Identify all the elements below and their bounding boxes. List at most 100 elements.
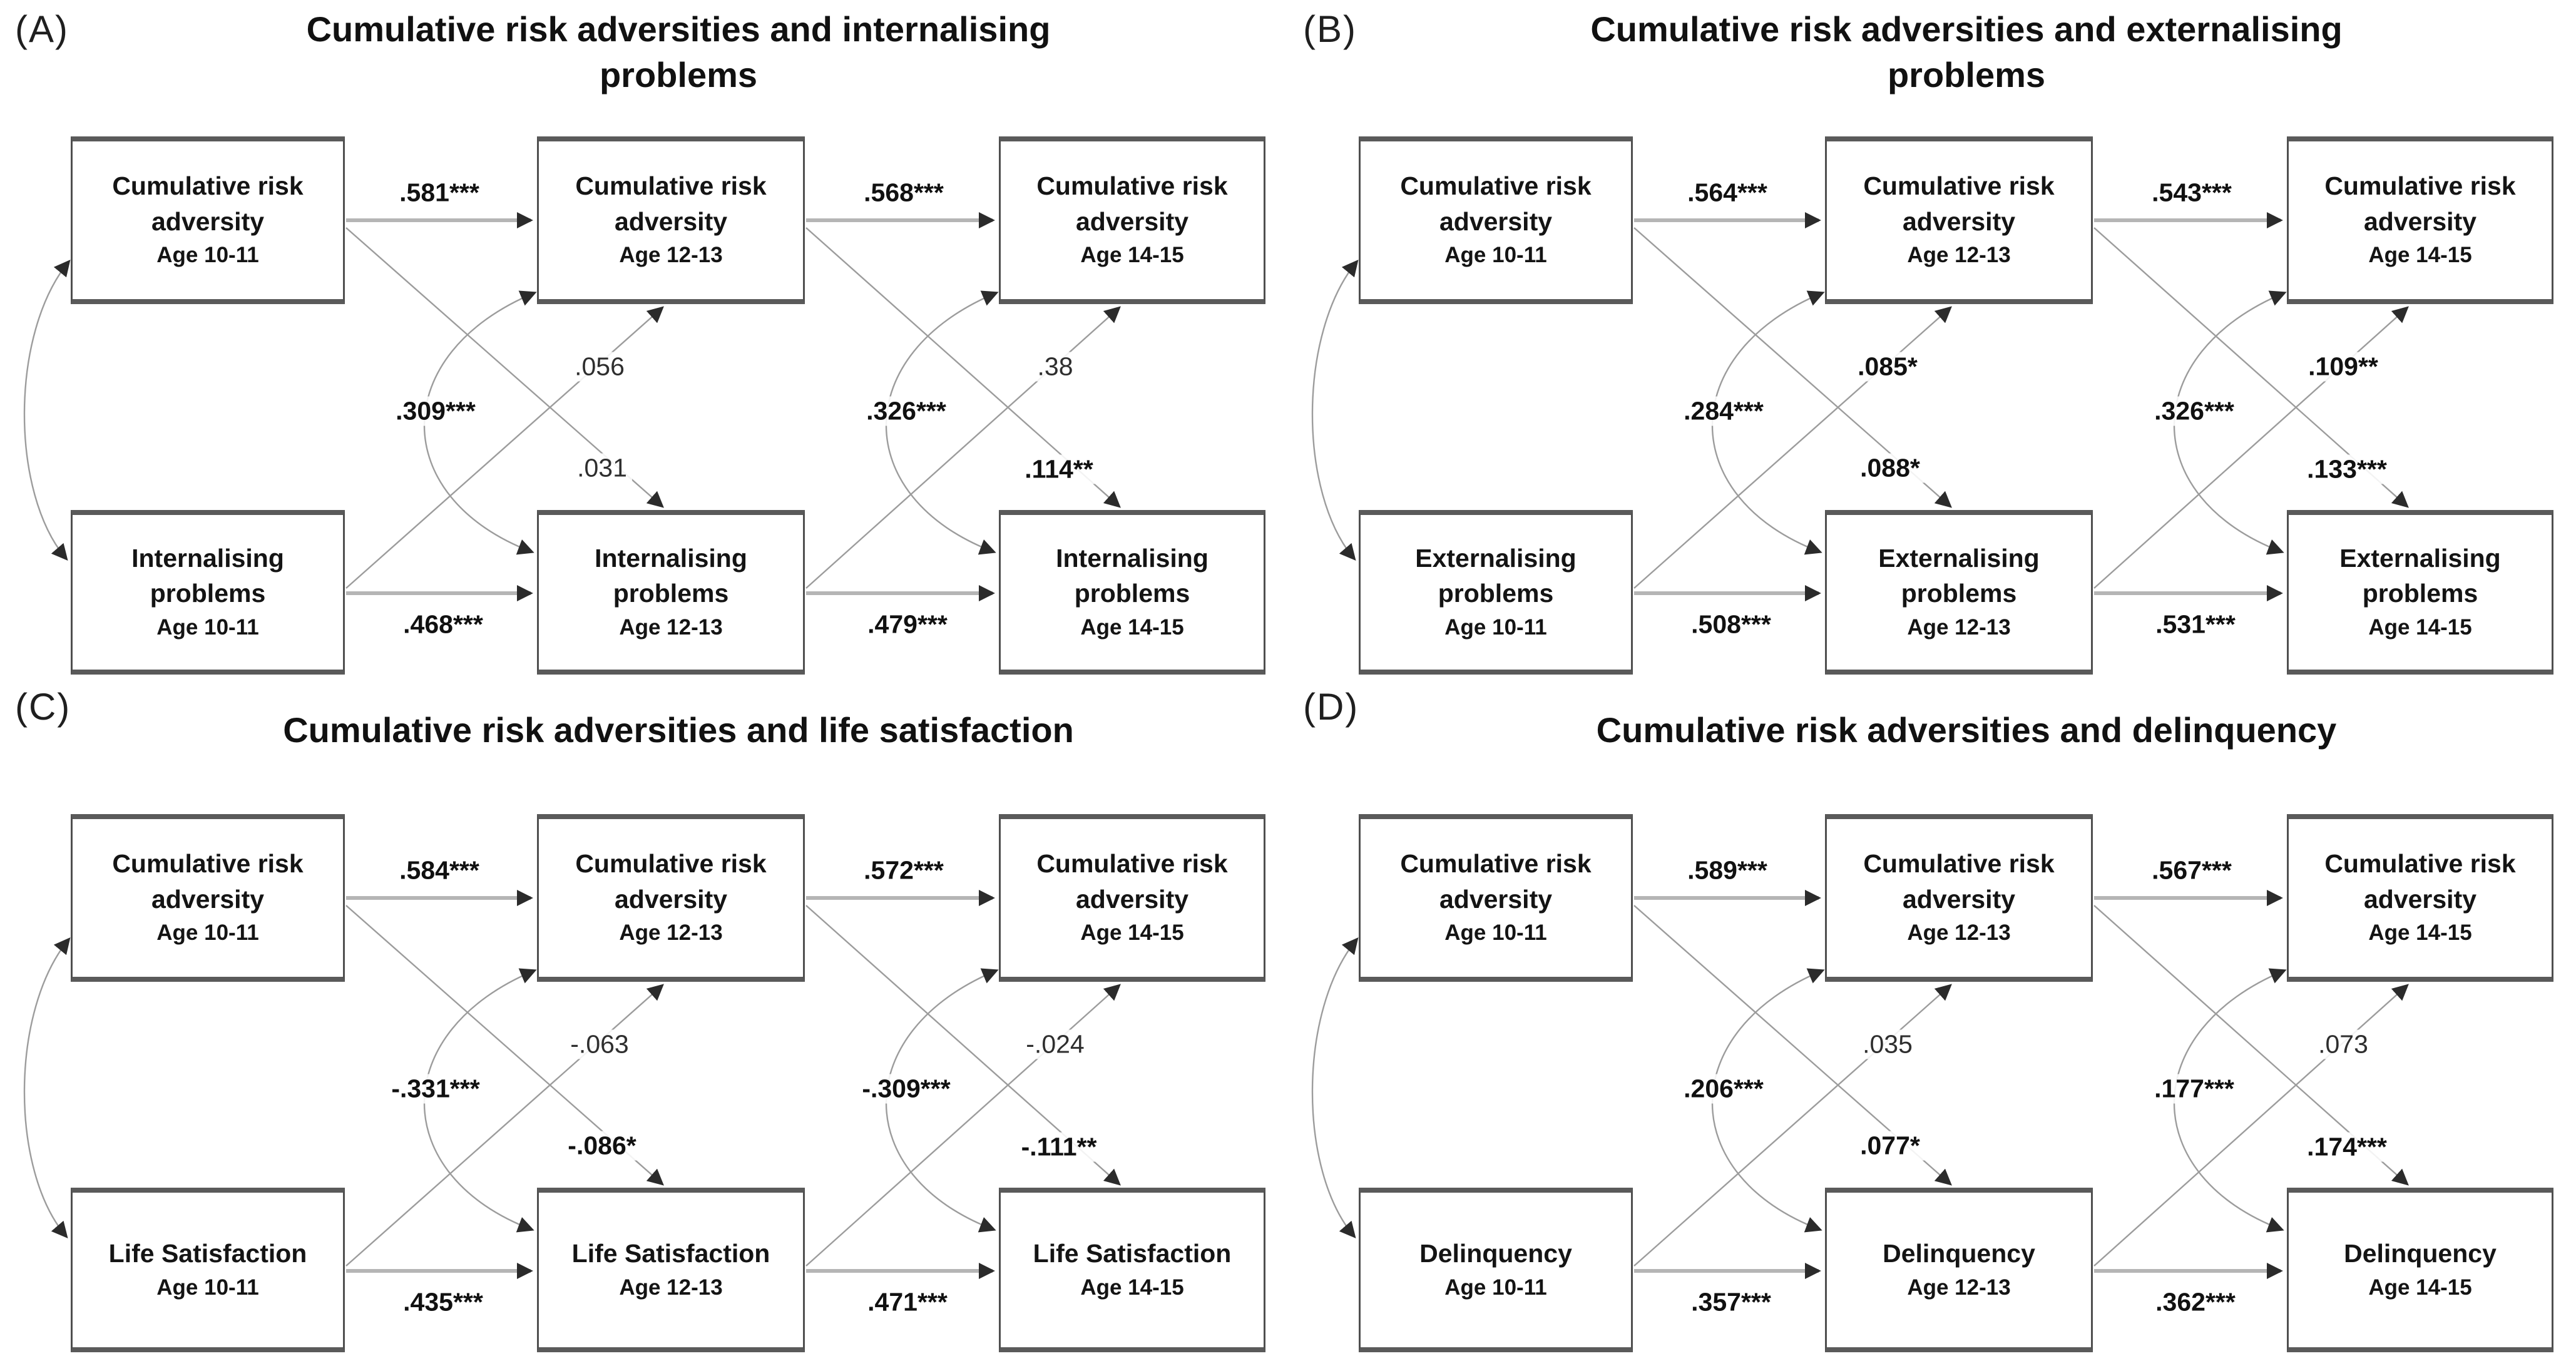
- box-text: Internalising: [1056, 543, 1209, 573]
- coef-stability-bottom-w1-w2: .357***: [1686, 1287, 1776, 1317]
- coef-stability-bottom-w2-w3: .471***: [862, 1287, 953, 1317]
- panel-title: Cumulative risk adversities and internal…: [94, 3, 1263, 103]
- coef-stability-bottom-w1-w2: .468***: [398, 609, 488, 640]
- box-text: problems: [613, 579, 729, 608]
- coef-cross-up-w1-w2: .056: [570, 352, 630, 382]
- box-outcome-w3: Externalising problems Age 14-15: [2287, 510, 2553, 675]
- coef-cross-up-w1-w2: -.063: [565, 1029, 634, 1059]
- box-text: adversity: [151, 884, 265, 914]
- box-text: Internalising: [131, 543, 284, 573]
- coef-stability-top-w2-w3: .572***: [859, 855, 949, 885]
- box-age: Age 10-11: [1444, 920, 1547, 946]
- coef-stability-bottom-w1-w2: .508***: [1686, 609, 1776, 640]
- box-outcome-w1: Externalising problems Age 10-11: [1359, 510, 1633, 675]
- panel-title: Cumulative risk adversities and delinque…: [1382, 680, 2551, 780]
- box-text: adversity: [614, 206, 728, 236]
- box-risk-w3: Cumulative risk adversity Age 14-15: [2287, 136, 2553, 304]
- box-risk-w3: Cumulative risk adversity Age 14-15: [999, 814, 1265, 982]
- box-text: Cumulative risk: [1400, 171, 1592, 201]
- coef-cross-up-w2-w3: -.024: [1021, 1029, 1090, 1059]
- coef-cross-up-w1-w2: .085*: [1853, 352, 1923, 382]
- box-outcome-w2: Delinquency Age 12-13: [1825, 1188, 2093, 1352]
- coef-stability-top-w2-w3: .567***: [2147, 855, 2237, 885]
- coef-cross-up-w2-w3: .38: [1032, 352, 1078, 382]
- box-text: Cumulative risk: [1036, 171, 1228, 201]
- box-age: Age 12-13: [1907, 243, 2011, 268]
- coef-stability-bottom-w1-w2: .435***: [398, 1287, 488, 1317]
- coef-stability-top-w2-w3: .543***: [2147, 178, 2237, 208]
- panel: (C) Cumulative risk adversities and life…: [0, 678, 1288, 1355]
- box-age: Age 10-11: [156, 1275, 259, 1300]
- panel-title-line: problems: [1887, 55, 2046, 94]
- box-text: adversity: [2363, 206, 2477, 236]
- box-text: Cumulative risk: [112, 171, 304, 201]
- panel: (B) Cumulative risk adversities and exte…: [1288, 0, 2576, 678]
- box-age: Age 10-11: [156, 243, 259, 268]
- coef-cross-down-w2-w3: -.111**: [1016, 1132, 1102, 1162]
- box-outcome-w1: Delinquency Age 10-11: [1359, 1188, 1633, 1352]
- coef-stability-top-w1-w2: .589***: [1682, 855, 1772, 885]
- coef-cross-up-w1-w2: .035: [1858, 1029, 1918, 1059]
- box-text: Cumulative risk: [2324, 171, 2516, 201]
- panel-letter: (A): [15, 8, 69, 50]
- coef-correlation-w3: .326***: [861, 396, 951, 426]
- box-age: Age 12-13: [619, 243, 723, 268]
- box-text: adversity: [1439, 884, 1553, 914]
- coef-stability-bottom-w2-w3: .479***: [862, 609, 953, 640]
- box-risk-w1: Cumulative risk adversity Age 10-11: [1359, 814, 1633, 982]
- panel: (D) Cumulative risk adversities and deli…: [1288, 678, 2576, 1355]
- box-text: problems: [2362, 579, 2478, 608]
- box-age: Age 14-15: [1080, 920, 1184, 946]
- box-age: Age 10-11: [156, 614, 259, 640]
- box-age: Age 10-11: [156, 920, 259, 946]
- box-text: Life Satisfaction: [108, 1238, 307, 1268]
- box-risk-w1: Cumulative risk adversity Age 10-11: [71, 814, 345, 982]
- coef-cross-down-w1-w2: -.086*: [563, 1131, 641, 1161]
- box-text: Cumulative risk: [1036, 849, 1228, 879]
- coef-stability-bottom-w2-w3: .362***: [2150, 1287, 2241, 1317]
- box-text: Delinquency: [1883, 1238, 2035, 1268]
- box-text: adversity: [614, 884, 728, 914]
- coef-cross-down-w2-w3: .133***: [2302, 454, 2392, 484]
- coef-cross-up-w2-w3: .109**: [2303, 352, 2383, 382]
- correlation-arrow-w1: [1311, 259, 1359, 561]
- box-outcome-w2: Internalising problems Age 12-13: [537, 510, 805, 675]
- panel-letter: (B): [1303, 8, 1357, 50]
- box-text: adversity: [151, 206, 265, 236]
- box-text: adversity: [1439, 206, 1553, 236]
- box-age: Age 12-13: [619, 920, 723, 946]
- box-risk-w1: Cumulative risk adversity Age 10-11: [1359, 136, 1633, 304]
- box-outcome-w2: Externalising problems Age 12-13: [1825, 510, 2093, 675]
- panel-title-line: Cumulative risk adversities and life sat…: [283, 710, 1074, 750]
- coef-cross-down-w2-w3: .174***: [2302, 1132, 2392, 1162]
- box-text: adversity: [1075, 884, 1189, 914]
- box-text: problems: [150, 579, 266, 608]
- panel: (A) Cumulative risk adversities and inte…: [0, 0, 1288, 678]
- coef-stability-top-w1-w2: .581***: [394, 178, 484, 208]
- box-text: problems: [1901, 579, 2017, 608]
- box-text: Delinquency: [2344, 1238, 2497, 1268]
- box-age: Age 14-15: [1080, 1275, 1184, 1300]
- box-text: adversity: [1075, 206, 1189, 236]
- panel-title-line: problems: [599, 55, 758, 94]
- box-outcome-w3: Delinquency Age 14-15: [2287, 1188, 2553, 1352]
- box-age: Age 10-11: [1444, 614, 1547, 640]
- box-risk-w3: Cumulative risk adversity Age 14-15: [999, 136, 1265, 304]
- coef-cross-up-w2-w3: .073: [2313, 1029, 2373, 1059]
- coef-stability-top-w1-w2: .564***: [1682, 178, 1772, 208]
- panel-title-line: Cumulative risk adversities and internal…: [306, 9, 1051, 49]
- correlation-arrow-w1: [23, 259, 71, 561]
- box-risk-w1: Cumulative risk adversity Age 10-11: [71, 136, 345, 304]
- coef-correlation-w3: .326***: [2149, 396, 2239, 426]
- box-text: Internalising: [595, 543, 747, 573]
- box-text: Externalising: [1878, 543, 2040, 573]
- coef-cross-down-w1-w2: .088*: [1855, 453, 1925, 483]
- box-text: adversity: [1902, 884, 2016, 914]
- box-text: problems: [1438, 579, 1554, 608]
- box-text: adversity: [2363, 884, 2477, 914]
- box-text: Cumulative risk: [1863, 849, 2055, 879]
- box-age: Age 14-15: [1080, 243, 1184, 268]
- box-text: adversity: [1902, 206, 2016, 236]
- coef-correlation-w2: .206***: [1679, 1074, 1769, 1104]
